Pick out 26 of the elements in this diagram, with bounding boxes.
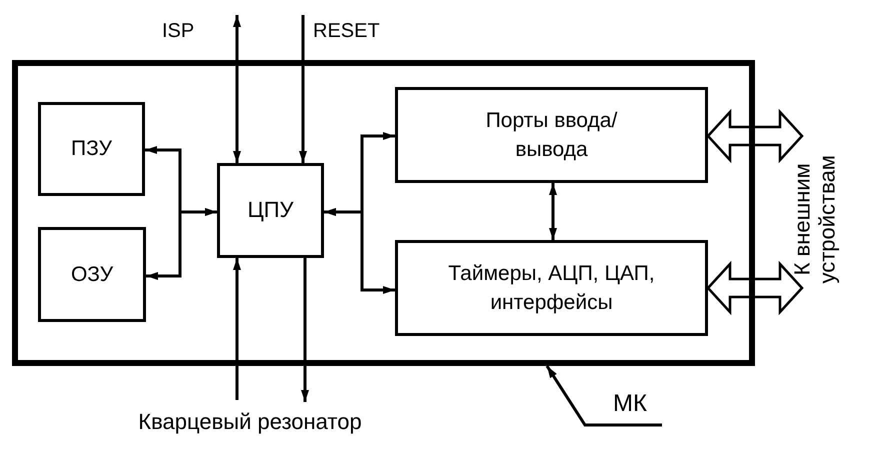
arrow — [233, 15, 241, 163]
signal-label: ISP — [162, 20, 194, 43]
arrow — [146, 208, 217, 280]
leader-line — [546, 365, 662, 426]
block-label: ОЗУ — [70, 262, 114, 288]
block-label: Таймеры, АЦП, ЦАП, интерфейсы — [447, 260, 656, 316]
bus-arrow — [706, 108, 804, 164]
arrow — [549, 183, 557, 240]
cpu-block — [217, 163, 324, 258]
arrow — [299, 15, 307, 163]
block-label: ЦПУ — [247, 196, 294, 224]
caption-label: К внешним устройствам — [790, 154, 840, 286]
block-label: Порты ввода/вывода — [484, 108, 618, 163]
arrow — [324, 208, 395, 294]
microcontroller-box — [12, 60, 755, 366]
signal-label: RESET — [313, 20, 380, 43]
memory-block — [38, 227, 146, 322]
caption-label: Кварцевый резонатор — [138, 408, 362, 436]
arrow — [301, 258, 309, 402]
peripherals-block — [395, 240, 708, 336]
memory-block — [38, 102, 145, 196]
chip-label: МК — [613, 389, 647, 420]
block-label: ПЗУ — [71, 136, 112, 162]
io-ports-block — [395, 87, 708, 183]
arrow — [233, 258, 241, 400]
bus-arrow — [706, 260, 804, 316]
